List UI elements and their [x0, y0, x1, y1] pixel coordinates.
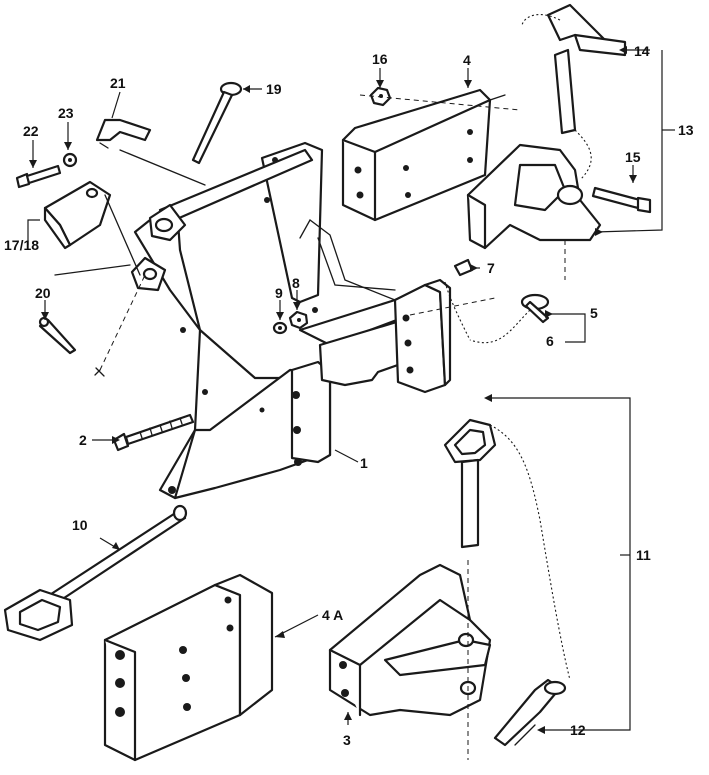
- callout-3: 3: [343, 732, 351, 748]
- leader-lines: [27, 49, 675, 731]
- arrowheads: [29, 46, 637, 734]
- callout-9: 9: [275, 285, 283, 301]
- callout-21: 21: [110, 75, 126, 91]
- bolt-2: [112, 413, 195, 452]
- callout-4: 4: [463, 52, 471, 68]
- drawbar-frame: [133, 141, 452, 500]
- callout-17-18: 17/18: [4, 237, 39, 253]
- nut-8: [288, 310, 309, 330]
- callout-20: 20: [35, 285, 51, 301]
- callout-5: 5: [590, 305, 598, 321]
- washer-23: [62, 152, 78, 168]
- callout-7: 7: [487, 260, 495, 276]
- u-bracket-4a: [103, 573, 274, 762]
- hitch-pin-11: [443, 418, 571, 681]
- spacer-block-4: [341, 88, 506, 222]
- callout-4a: 4 A: [322, 607, 343, 623]
- lynch-pin-5: [469, 293, 550, 344]
- spring-clip-21: [95, 118, 152, 149]
- bolt-15: [591, 186, 652, 214]
- callout-13: 13: [678, 122, 694, 138]
- callout-22: 22: [23, 123, 39, 139]
- drawbar-clevis-3: [328, 560, 492, 760]
- cotter-pin-20: [38, 316, 77, 355]
- mounting-ear-left: [148, 203, 187, 242]
- hitch-jaw-13: [466, 143, 602, 250]
- wedge-block-17-18: [43, 180, 112, 250]
- callout-1: 1: [360, 455, 368, 471]
- callout-labels: 1 2 3 4 4 A 5 6 7 8 9 10 11 12 13 14 15 …: [4, 43, 694, 748]
- callout-15: 15: [625, 149, 641, 165]
- pin-19: [191, 81, 243, 165]
- pin-10: [3, 504, 188, 642]
- callout-11: 11: [636, 547, 651, 563]
- bolt-22: [15, 164, 62, 189]
- callout-23: 23: [58, 105, 74, 121]
- latch-pin-14: [521, 3, 627, 181]
- callout-2: 2: [79, 432, 87, 448]
- lynch-pin-12: [493, 678, 567, 747]
- callout-19: 19: [266, 81, 282, 97]
- callout-8: 8: [292, 275, 300, 291]
- lower-clevis-plate: [130, 256, 167, 292]
- callout-12: 12: [570, 722, 586, 738]
- washer-9: [272, 321, 288, 335]
- callout-14: 14: [634, 43, 650, 59]
- callout-16: 16: [372, 51, 388, 67]
- callout-6: 6: [546, 333, 554, 349]
- callout-10: 10: [72, 517, 88, 533]
